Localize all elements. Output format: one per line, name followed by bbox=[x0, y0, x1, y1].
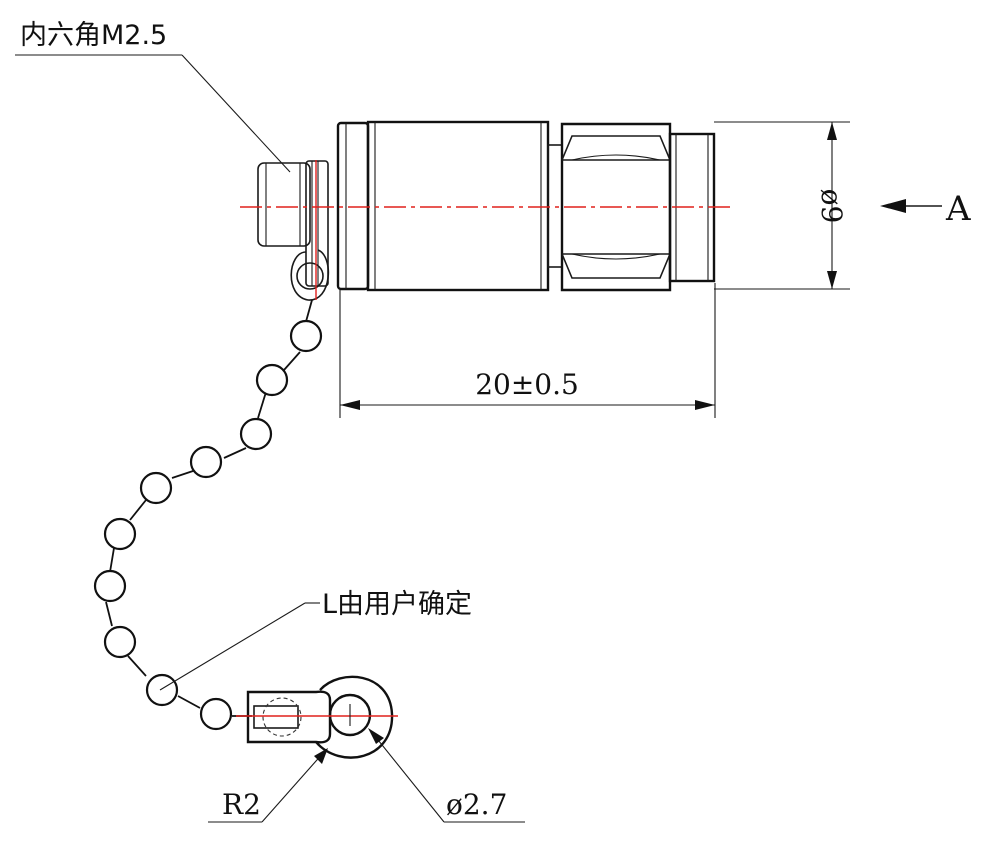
view-arrow-label: A bbox=[945, 189, 971, 229]
radius-label: R2 bbox=[222, 788, 261, 821]
radius-callout: R2 bbox=[208, 748, 328, 823]
connector-body bbox=[336, 120, 716, 292]
hex-socket-callout: 内六角M2.5 bbox=[15, 20, 291, 173]
diameter-dimension: ø9 bbox=[714, 121, 850, 290]
dust-cap bbox=[257, 160, 330, 301]
diameter-label: ø9 bbox=[815, 189, 848, 224]
view-arrow: A bbox=[880, 189, 971, 229]
chain-end-tab bbox=[236, 675, 398, 759]
chain-length-label: L由用户确定 bbox=[322, 589, 472, 620]
chain-length-callout: L由用户确定 bbox=[159, 589, 472, 691]
hole-diameter-label: ø2.7 bbox=[446, 788, 507, 821]
hex-socket-label: 内六角M2.5 bbox=[20, 20, 167, 51]
length-label: 20±0.5 bbox=[475, 368, 579, 401]
hole-diameter-callout: ø2.7 bbox=[368, 728, 525, 823]
length-dimension: 20±0.5 bbox=[339, 283, 716, 418]
ball-chain bbox=[93, 299, 323, 731]
